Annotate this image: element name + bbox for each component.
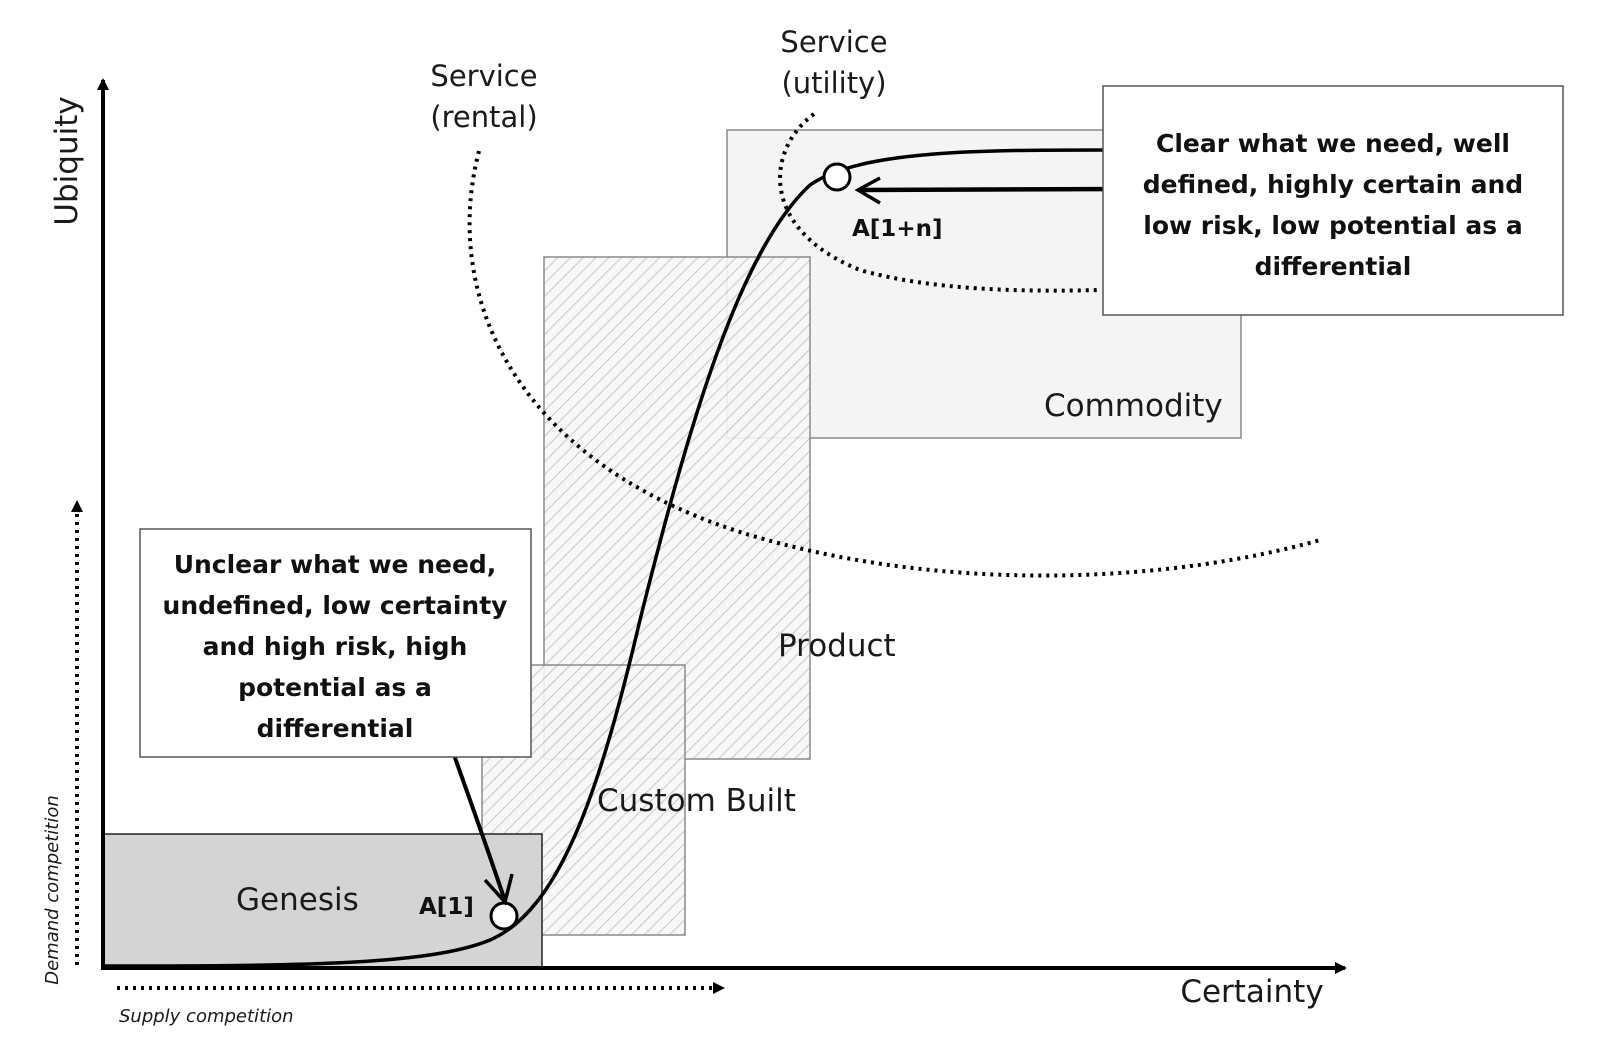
service-utility-label-1: Service [780,25,887,59]
y-axis-label: Ubiquity [49,96,85,225]
right-callout-line-4: differential [1255,252,1412,281]
x-axis-label: Certainty [1180,974,1323,1010]
left-callout: Unclear what we need, undefined, low cer… [139,528,532,758]
genesis-label: Genesis [236,882,359,918]
right-callout-line-3: low risk, low potential as a [1143,211,1522,240]
supply-competition-label: Supply competition [119,1006,294,1027]
custom-built-label: Custom Built [597,783,796,819]
right-callout: Clear what we need, well defined, highly… [1102,85,1564,316]
start-point-label: A[1] [419,894,474,920]
service-rental-label-1: Service [430,59,537,93]
evolution-curve [102,148,1111,968]
commodity-label: Commodity [1044,388,1223,424]
left-callout-line-4: potential as a [238,673,432,702]
left-callout-line-2: undefined, low certainty [163,591,508,620]
left-callout-pointer [446,737,506,899]
right-callout-pointer [859,186,1126,193]
service-rental-label-2: (rental) [430,100,537,134]
left-callout-line-1: Unclear what we need, [174,550,497,579]
right-callout-box [1102,85,1564,316]
end-point-marker [822,162,852,192]
start-point-marker [489,901,519,931]
left-callout-box [139,528,532,758]
service-utility-label-2: (utility) [781,66,886,100]
demand-competition-label: Demand competition [42,795,63,985]
left-callout-arrowhead [483,873,514,906]
left-callout-line-5: differential [257,714,414,743]
end-point-label: A[1+n] [852,216,942,242]
service-rental-curve [467,150,1321,578]
right-callout-line-2: defined, highly certain and [1143,170,1523,199]
left-callout-line-3: and high risk, high [203,632,468,661]
right-callout-arrowhead [854,176,881,205]
product-label: Product [778,628,896,664]
right-callout-line-1: Clear what we need, well [1156,129,1510,158]
service-utility-curve [778,112,1101,293]
